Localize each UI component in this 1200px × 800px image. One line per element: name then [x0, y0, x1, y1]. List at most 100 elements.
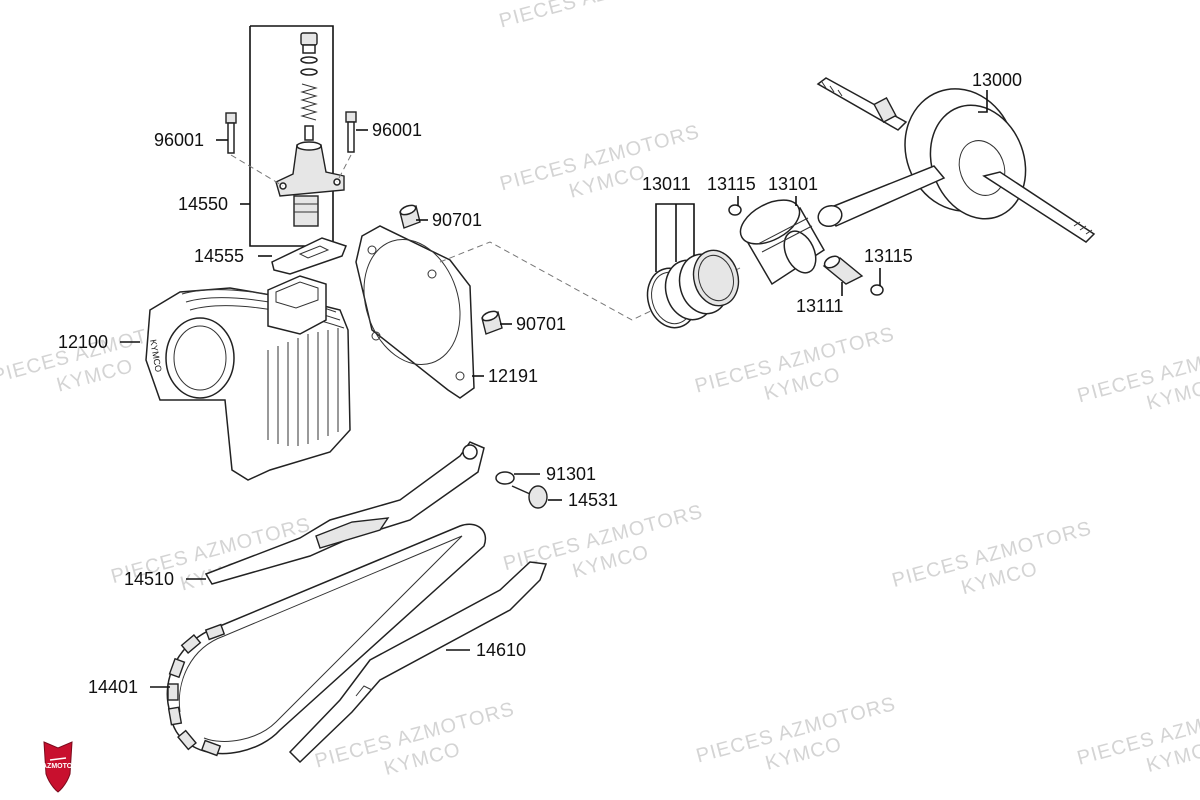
- connecting-rod-small-end: [817, 204, 843, 228]
- gasket-bore-hole: [363, 238, 461, 366]
- part-label-13011: 13011: [642, 174, 691, 194]
- bolt-14531: [511, 485, 548, 509]
- piston-pin-13111: [822, 255, 864, 285]
- shield-icon: [43, 741, 73, 793]
- part-label-13115: 13115: [864, 246, 913, 266]
- tensioner-washer-2: [300, 68, 318, 76]
- logo-stripe: [49, 757, 67, 761]
- crank-spline: [1073, 221, 1093, 235]
- dowel-90701-top: [399, 204, 421, 229]
- leader-13000: [978, 90, 988, 113]
- crank-spline: [821, 81, 843, 97]
- gasket-14555: [271, 237, 347, 275]
- guide-tab: [355, 685, 373, 697]
- tensioner-assembly: [249, 25, 345, 247]
- part-label-13111: 13111: [796, 296, 843, 316]
- tensioner-cap-stem: [302, 44, 316, 54]
- callout-leaders: [120, 90, 988, 688]
- guide-pad: [315, 517, 390, 549]
- clip-ring: [728, 204, 742, 216]
- bolt-head: [225, 112, 237, 124]
- guide-body: [204, 441, 485, 585]
- crankshaft-13000: [816, 77, 1096, 243]
- part-label-14401: 14401: [88, 677, 138, 697]
- washer-ring: [495, 471, 515, 485]
- tensioner-rod: [304, 125, 314, 141]
- piston-side: [783, 230, 817, 274]
- part-label-90701: 90701: [516, 314, 566, 334]
- clip-13115-right: [870, 284, 884, 296]
- part-label-14510: 14510: [124, 569, 174, 589]
- dowel-end: [481, 310, 499, 322]
- part-label-12100: 12100: [58, 332, 108, 352]
- part-label-91301: 91301: [546, 464, 596, 484]
- watermark-line1: PIECES AZMOTORS: [497, 0, 701, 32]
- tensioner-cap: [300, 32, 318, 46]
- crank-gear: [873, 96, 897, 124]
- chain-links: [167, 623, 226, 757]
- bolt-shank: [227, 122, 235, 154]
- bolt-head: [528, 485, 548, 509]
- part-label-14531: 14531: [568, 490, 618, 510]
- clip-13115-top: [728, 204, 742, 216]
- gasket-stud-hole: [427, 269, 437, 279]
- gasket-stud-hole: [455, 371, 465, 381]
- part-label-13101: 13101: [768, 174, 818, 194]
- gasket-stud-hole: [371, 331, 381, 341]
- part-label-14555: 14555: [194, 246, 244, 266]
- part-label-90701: 90701: [432, 210, 482, 230]
- tensioner-body-top: [296, 141, 322, 151]
- washer-91301: [495, 471, 515, 485]
- part-label-96001: 96001: [372, 120, 422, 140]
- leader-dashed: [230, 154, 284, 187]
- tensioner-washer: [300, 56, 318, 64]
- leader-dashed: [336, 154, 352, 183]
- bolt-head: [345, 111, 357, 123]
- gasket-outline: [271, 237, 347, 275]
- part-label-14610: 14610: [476, 640, 526, 660]
- cylinder-12100: KYMCO: [145, 275, 351, 481]
- dowel-end: [399, 204, 417, 216]
- bolt-shank: [511, 485, 531, 495]
- tensioner-frame: [249, 25, 334, 247]
- piston-rings-13011: [646, 249, 740, 329]
- cylinder-base-gasket-12191: [355, 225, 475, 399]
- tensioner-spring: [300, 83, 318, 121]
- cylinder-port-opening: [275, 281, 319, 309]
- piston-13101: [739, 199, 826, 286]
- cam-chain-14401: [166, 523, 487, 757]
- pin-end: [823, 255, 841, 269]
- crank-right-shaft: [982, 171, 1096, 243]
- part-labels: 96001 96001 14550 14555 90701 90701 1210…: [58, 70, 1022, 697]
- part-label-14550: 14550: [178, 194, 228, 214]
- piston-oil-ring: [692, 249, 740, 307]
- gasket-outline: [355, 225, 475, 399]
- part-label-13115: 13115: [707, 174, 756, 194]
- cylinder-bore: [165, 317, 235, 399]
- piston-groove: [757, 217, 809, 245]
- bracket-13011: [655, 203, 695, 272]
- logo-text: AZMOTORS: [42, 763, 82, 770]
- azmotors-logo: AZMOTORS: [42, 741, 82, 793]
- guide-body: [288, 561, 548, 764]
- piston-oil-ring-inner: [698, 254, 734, 302]
- part-label-96001: 96001: [154, 130, 204, 150]
- cylinder-port: [267, 275, 327, 335]
- dowel-90701-bottom: [481, 310, 503, 335]
- chain-inner: [178, 535, 463, 742]
- piston-groove: [761, 225, 813, 253]
- bolt-shank: [347, 121, 355, 153]
- tensioner-plunger: [293, 195, 319, 227]
- cylinder-side-fins: [267, 328, 339, 446]
- chain-guide-14610: [288, 561, 548, 764]
- clip-ring: [870, 284, 884, 296]
- part-label-13000: 13000: [972, 70, 1022, 90]
- bolt-96001-right: [336, 111, 357, 183]
- bolt-96001-left: [225, 112, 284, 187]
- gasket-stud-hole: [367, 245, 377, 255]
- crank-bearing: [958, 140, 1006, 196]
- piston-crown: [739, 199, 801, 245]
- gasket-opening: [298, 245, 330, 259]
- tensioner-body: [275, 144, 345, 197]
